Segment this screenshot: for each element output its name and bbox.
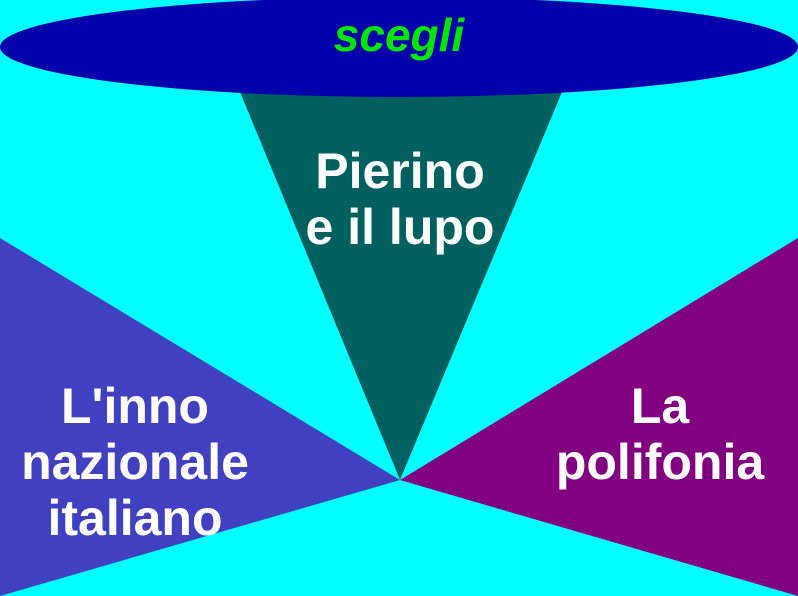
title-ellipse: [0, 0, 798, 97]
option-label-line: L'inno: [61, 378, 209, 434]
right-option-triangle[interactable]: [400, 238, 798, 596]
slide-title: scegli: [333, 9, 465, 61]
top-option-triangle[interactable]: [240, 92, 562, 480]
option-pierino-e-il-lupo[interactable]: Pierino e il lupo: [270, 143, 530, 255]
option-label-line: italiano: [47, 490, 223, 546]
left-option-triangle[interactable]: [0, 238, 400, 596]
option-label-line: Pierino: [315, 143, 485, 199]
option-polifonia[interactable]: La polifonia: [540, 378, 780, 490]
option-label-line: e il lupo: [305, 199, 495, 255]
option-label-line: La: [630, 378, 690, 434]
option-label-line: nazionale: [21, 434, 249, 490]
option-inno-nazionale[interactable]: L'inno nazionale italiano: [10, 378, 260, 546]
option-label-line: polifonia: [555, 434, 765, 490]
